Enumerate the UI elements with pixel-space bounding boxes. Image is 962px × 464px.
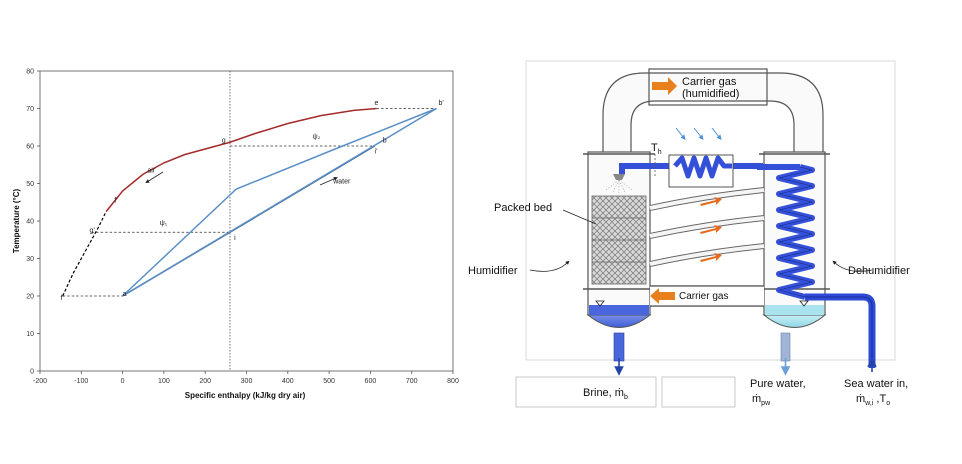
point-label: g'	[90, 227, 95, 234]
y-tick-label: 80	[26, 69, 34, 76]
air-tubes	[649, 187, 765, 267]
top-duct-inner	[630, 100, 795, 152]
water-level-icon	[595, 300, 605, 307]
reference-lines	[62, 71, 437, 371]
duct-flange-top	[648, 68, 768, 106]
chart-annotation: ψ₁	[160, 220, 168, 227]
water-flow-arrow	[319, 176, 338, 186]
x-axis-label: Specific enthalpy (kJ/kg dry air)	[185, 391, 306, 400]
carrier-gas-label: Carrier gas	[679, 291, 728, 302]
point-label: i	[234, 235, 236, 242]
x-tick-label: -100	[74, 378, 88, 385]
bottom-duct-body	[650, 286, 764, 306]
x-tick-label: 800	[447, 378, 459, 385]
carrier-gas-arrow-bottom	[650, 288, 675, 304]
hdh-desalination-diagram: Carrier gas (humidified) Th Packed bed H…	[468, 60, 910, 408]
point-label: g	[222, 137, 226, 144]
y-axis-label: Temperature (°C)	[12, 188, 21, 253]
y-tick-label: 50	[26, 181, 34, 188]
brine-sump	[586, 314, 652, 328]
x-tick-label: 400	[282, 378, 294, 385]
plot-area-frame	[39, 70, 454, 372]
y-axis-ticks: 0 10 20 30 40 50 60 70 80	[26, 69, 40, 376]
air-flow-arrow	[700, 197, 722, 206]
chart-annotation: ψ₂	[313, 134, 321, 141]
chart-series	[62, 107, 437, 297]
sea-water-pipe-outline	[805, 296, 873, 368]
brine-label-box	[515, 376, 657, 408]
spray-nozzle-icon	[613, 174, 625, 180]
pure-water-sump	[762, 314, 827, 328]
packed-bed-pointer	[562, 209, 597, 225]
pure-water-outlet-pipe	[780, 332, 791, 362]
humidified-line: (humidified)	[682, 88, 739, 100]
y-tick-label: 0	[30, 369, 34, 376]
heat-arrow	[711, 127, 722, 140]
sea-water-label: Sea water in,	[844, 378, 908, 390]
dehumidifier-coil-edge	[778, 166, 813, 298]
point-label: i'	[375, 149, 378, 156]
brine-label: Brine, ṁb	[583, 387, 628, 401]
heater-coil	[673, 155, 732, 179]
packed-bed-label: Packed bed	[494, 202, 552, 214]
empty-label-box	[661, 376, 736, 408]
pure-water-pool	[765, 305, 824, 315]
x-tick-label: 500	[323, 378, 335, 385]
heat-arrow	[675, 127, 686, 140]
point-label: f'	[61, 295, 64, 302]
brine-pool	[589, 305, 649, 315]
th-label: Th	[651, 142, 662, 156]
air-flow-arrow	[700, 225, 722, 234]
y-tick-label: 60	[26, 144, 34, 151]
series-line-0	[105, 107, 377, 213]
y-tick-label: 20	[26, 294, 34, 301]
x-axis-ticks: -200 -100 0 100 200 300 400 500 600 700 800	[33, 371, 459, 385]
y-tick-label: 70	[26, 106, 34, 113]
air-flow-arrow	[145, 171, 164, 184]
carrier-gas-arrow-top	[652, 77, 677, 95]
point-label: a	[123, 291, 127, 298]
y-tick-label: 10	[26, 331, 34, 338]
x-tick-label: 700	[406, 378, 418, 385]
carrier-gas-humidified-label: Carrier gas (humidified)	[682, 76, 739, 100]
spray-lines	[605, 179, 633, 193]
dehumidifier-pointer	[832, 260, 873, 272]
humidifier-label: Humidifier	[468, 265, 518, 277]
x-tick-label: 600	[365, 378, 377, 385]
x-tick-label: 0	[121, 378, 125, 385]
x-tick-label: 300	[241, 378, 253, 385]
sea-water-flow-label: ṁw,i ,To	[856, 393, 890, 407]
chart-annotation: air	[147, 167, 155, 174]
y-tick-label: 40	[26, 219, 34, 226]
series-line-1	[62, 211, 107, 297]
point-label: e	[375, 100, 379, 107]
water-level-icon	[799, 300, 809, 307]
dehumidifier-label: Dehumidifier	[848, 265, 910, 277]
pure-water-label: Pure water,	[750, 378, 806, 390]
heater-pipe	[619, 163, 800, 174]
temperature-enthalpy-chart: -200 -100 0 100 200 300 400 500 600 700 800 0 10 20 3…	[12, 69, 459, 401]
chart-annotation: water	[332, 179, 351, 186]
series-line-4	[122, 107, 437, 297]
series-line-3	[122, 107, 437, 297]
chart-annotations: air water ψ₁ ψ₂	[147, 134, 351, 227]
carrier-gas-line: Carrier gas	[682, 76, 737, 88]
humidifier-pointer	[529, 260, 570, 272]
heat-arrow	[693, 127, 704, 140]
brine-outlet-pipe	[613, 332, 625, 362]
x-tick-label: -200	[33, 378, 47, 385]
y-tick-label: 30	[26, 256, 34, 263]
x-tick-label: 200	[199, 378, 211, 385]
point-labels: a f g e b' b i' i g' f'	[61, 100, 444, 302]
diagram-frame	[525, 60, 896, 361]
point-label: b	[383, 137, 387, 144]
x-tick-label: 100	[158, 378, 170, 385]
pure-water-flow-label: ṁpw	[752, 393, 771, 407]
point-label: b'	[439, 100, 444, 107]
point-label: f	[114, 197, 116, 204]
air-flow-arrow	[700, 253, 722, 262]
